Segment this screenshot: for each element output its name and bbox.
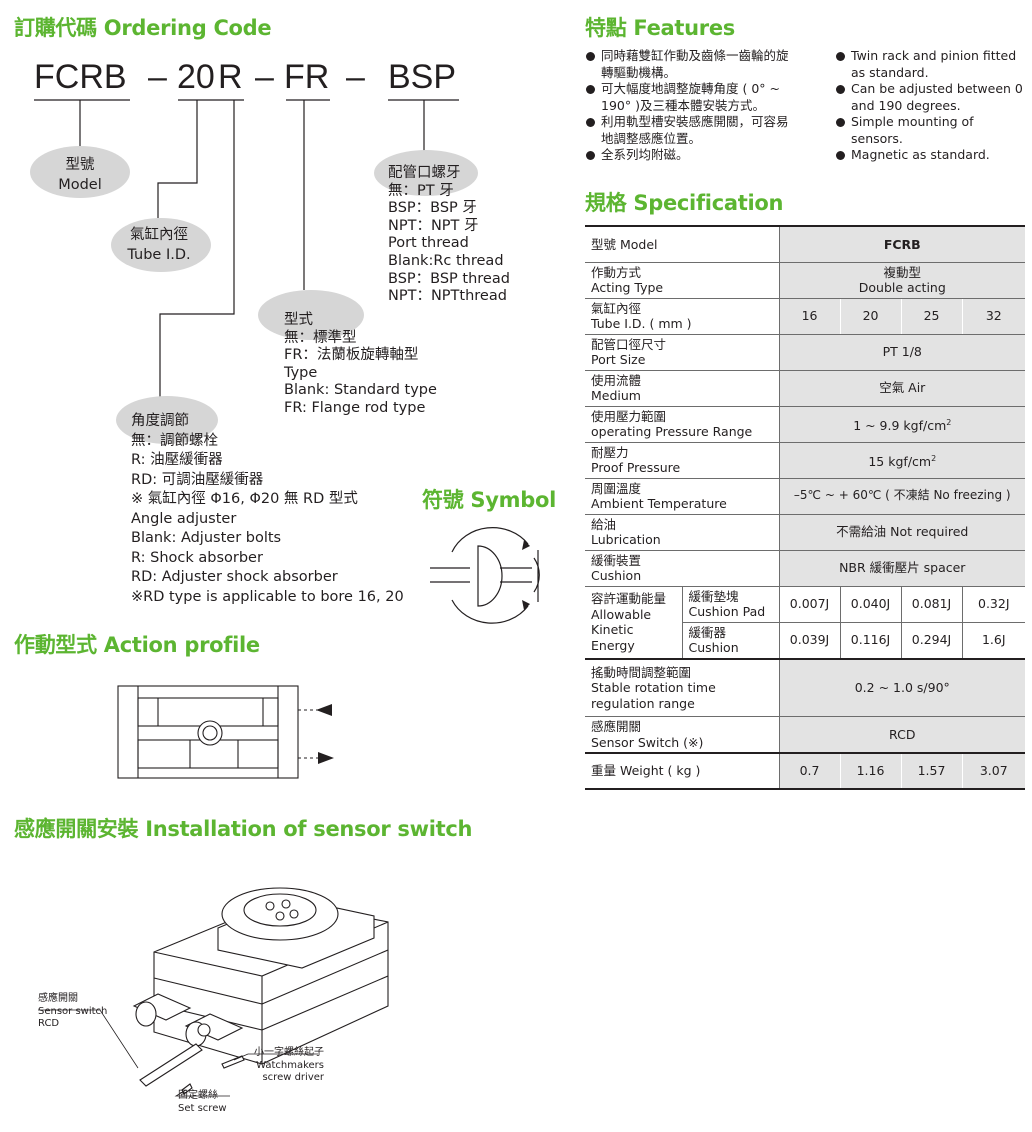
sensor-install-diagram xyxy=(38,887,389,1097)
features-zh-list: 同時藉雙缸作動及齒條一齒輪的旋轉驅動機構。 可大幅度地調整旋轉角度 ( 0° ~… xyxy=(586,48,794,164)
spec-port-value: PT 1/8 xyxy=(779,333,1026,371)
spec-tube-20: 20 xyxy=(839,297,902,335)
spec-cush-32: 1.6J xyxy=(962,621,1026,659)
feature-en-item: Magnetic as standard. xyxy=(836,147,1028,164)
feature-zh-item: 利用軌型槽安裝感應開關，可容易地調整感應位置。 xyxy=(586,114,794,147)
spec-weight-label: 重量 Weight ( kg ) xyxy=(585,752,780,790)
feature-zh-item: 全系列均附磁。 xyxy=(586,147,794,164)
spec-tube-25: 25 xyxy=(900,297,963,335)
code-dash-1: – xyxy=(148,58,167,96)
spec-tube-32: 32 xyxy=(961,297,1026,335)
spec-weight-32: 3.07 xyxy=(961,752,1026,790)
spec-pressure-value: 1 ~ 9.9 kgf/cm2 xyxy=(779,405,1026,443)
feature-en-item: Can be adjusted between 0 and 190 degree… xyxy=(836,81,1028,114)
spec-cush-20: 0.116J xyxy=(840,621,902,659)
code-model: FCRB xyxy=(34,58,127,96)
port-ellipse xyxy=(374,150,478,196)
ordering-leader-lines xyxy=(34,99,459,398)
spec-weight-25: 1.57 xyxy=(900,752,963,790)
feature-zh-item: 同時藉雙缸作動及齒條一齒輪的旋轉驅動機構。 xyxy=(586,48,794,81)
code-type: FR xyxy=(284,58,330,96)
spec-switch-value: RCD xyxy=(779,716,1026,754)
spec-cush-16: 0.039J xyxy=(779,621,841,659)
sensor-install-title: 感應開關安裝 Installation of sensor switch xyxy=(14,817,473,841)
feature-zh-item: 可大幅度地調整旋轉角度 ( 0° ~ 190° )及三種本體安裝方式。 xyxy=(586,81,794,114)
spec-model-value: FCRB xyxy=(779,225,1026,263)
spec-temp-value: –5℃ ~ + 60℃ ( 不凍結 No freezing ) xyxy=(779,477,1026,515)
code-dash-2: – xyxy=(255,58,274,96)
spec-cush-25: 0.294J xyxy=(901,621,963,659)
spec-pad-20: 0.040J xyxy=(840,585,902,623)
features-en-list: Twin rack and pinion fitted as standard.… xyxy=(836,48,1028,164)
spec-weight-20: 1.16 xyxy=(839,752,902,790)
spec-weight-16: 0.7 xyxy=(779,752,841,790)
spec-medium-value: 空氣 Air xyxy=(779,369,1026,407)
spec-model-label: 型號 Model xyxy=(585,225,780,263)
spec-lub-value: 不需給油 Not required xyxy=(779,513,1026,551)
spec-pad-32: 0.32J xyxy=(962,585,1026,623)
angle-ellipse xyxy=(116,396,218,444)
action-profile-title: 作動型式 Action profile xyxy=(14,633,260,657)
model-ellipse xyxy=(30,146,130,198)
pneumatic-symbol-diagram xyxy=(430,527,540,624)
spec-pad-25: 0.081J xyxy=(901,585,963,623)
type-ellipse xyxy=(258,290,364,340)
code-port: BSP xyxy=(388,58,457,96)
feature-en-item: Simple mounting of sensors. xyxy=(836,114,1028,147)
tube-ellipse xyxy=(111,218,211,272)
spec-title: 規格 Specification xyxy=(585,191,784,215)
spec-cushion-value: NBR 緩衝壓片 spacer xyxy=(779,549,1026,587)
ordering-code-title: 訂購代碼 Ordering Code xyxy=(14,16,272,40)
spec-rotation-value: 0.2 ~ 1.0 s/90° xyxy=(779,657,1026,717)
features-title: 特點 Features xyxy=(585,16,736,40)
code-angle: R xyxy=(218,58,243,96)
spec-tube-16: 16 xyxy=(779,297,841,335)
code-bore: 20 xyxy=(177,58,215,96)
feature-en-item: Twin rack and pinion fitted as standard. xyxy=(836,48,1028,81)
code-dash-3: – xyxy=(346,58,365,96)
action-profile-diagram xyxy=(117,685,334,779)
symbol-title: 符號 Symbol xyxy=(422,488,556,512)
spec-pad-16: 0.007J xyxy=(779,585,841,623)
spec-proof-value: 15 kgf/cm2 xyxy=(779,441,1026,479)
